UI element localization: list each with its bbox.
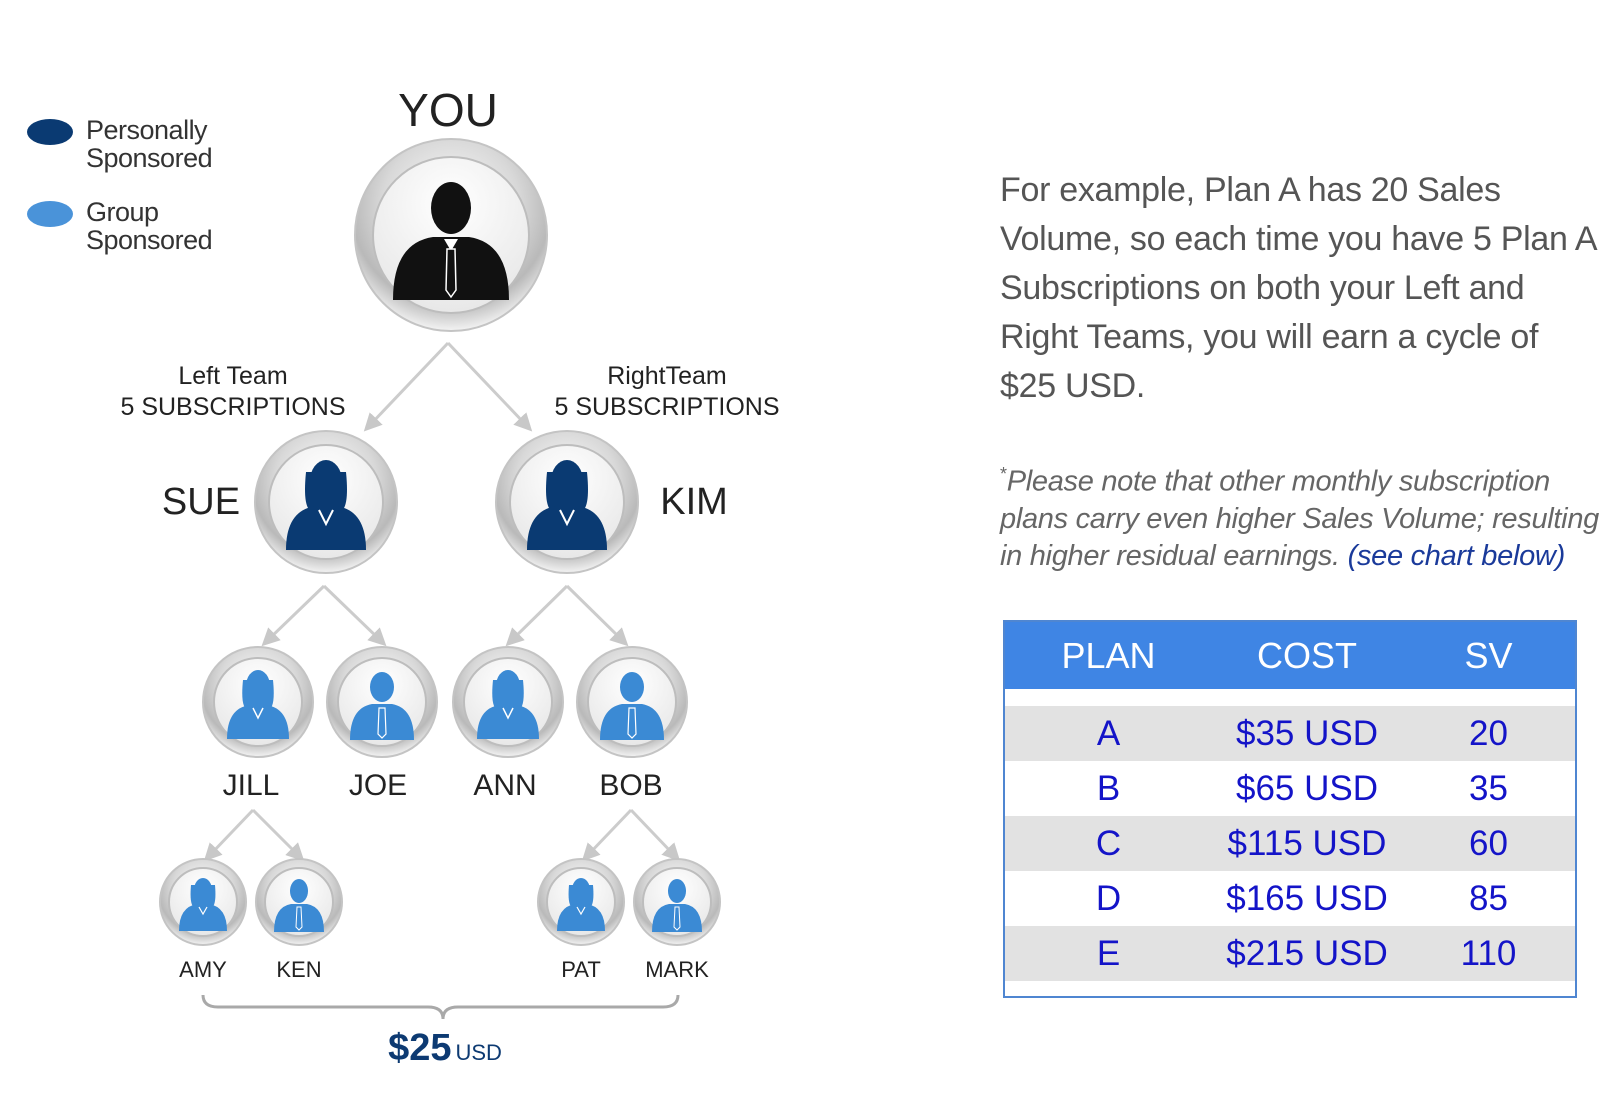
cost-cell: $115 USD bbox=[1227, 823, 1387, 863]
sue-avatar bbox=[254, 430, 398, 574]
kim-avatar bbox=[495, 430, 639, 574]
connector-arrow bbox=[322, 584, 387, 647]
amy-avatar bbox=[159, 858, 247, 946]
joe-avatar bbox=[326, 646, 438, 758]
connector-arrow bbox=[565, 584, 629, 647]
ken-label: KEN bbox=[276, 957, 321, 982]
plan-table: PLAN COST SV A $35 USD 20 B $65 USD 35 C… bbox=[1003, 620, 1577, 998]
table-row: C $115 USD 60 bbox=[1005, 816, 1575, 871]
sv-cell: 85 bbox=[1469, 878, 1508, 918]
root-label: YOU bbox=[398, 84, 498, 136]
table-row: A $35 USD 20 bbox=[1005, 706, 1575, 761]
connector-arrow bbox=[505, 584, 569, 647]
cycle-brace bbox=[201, 994, 680, 1020]
mark-label: MARK bbox=[645, 957, 709, 982]
amy-label: AMY bbox=[179, 957, 227, 982]
table-spacer bbox=[1005, 689, 1575, 706]
legend-personally-sponsored: Personally Sponsored bbox=[86, 115, 213, 173]
plan-cell: A bbox=[1096, 713, 1121, 753]
sv-cell: 60 bbox=[1469, 823, 1508, 863]
group-sponsored-swatch bbox=[27, 201, 73, 227]
right-team-title: RightTeam bbox=[607, 362, 727, 390]
left-team-title: Left Team bbox=[178, 362, 287, 390]
bob-label: BOB bbox=[599, 769, 662, 802]
plan-cell: B bbox=[1096, 768, 1121, 808]
ken-avatar bbox=[255, 858, 343, 946]
see-chart-link[interactable]: (see chart below) bbox=[1347, 539, 1566, 572]
sv-cell: 110 bbox=[1460, 933, 1517, 973]
connector-arrow bbox=[581, 808, 633, 862]
bob-avatar bbox=[576, 646, 688, 758]
right-team-count: 5 SUBSCRIPTIONS bbox=[554, 393, 779, 421]
connector-arrow bbox=[251, 808, 305, 862]
ann-avatar bbox=[452, 646, 564, 758]
sv-cell: 35 bbox=[1469, 768, 1508, 808]
connector-arrow bbox=[446, 341, 533, 432]
left-team-count: 5 SUBSCRIPTIONS bbox=[120, 393, 345, 421]
jill-avatar bbox=[202, 646, 314, 758]
connector-arrow bbox=[203, 808, 255, 862]
connector-arrow bbox=[261, 584, 326, 647]
connector-arrow bbox=[629, 808, 681, 862]
header-sv: SV bbox=[1464, 634, 1513, 676]
mark-avatar bbox=[633, 858, 721, 946]
plan-cell: C bbox=[1095, 823, 1122, 863]
connector-arrow bbox=[363, 341, 450, 432]
table-row: B $65 USD 35 bbox=[1005, 761, 1575, 816]
legend-group-sponsored: Group Sponsored bbox=[86, 197, 213, 255]
header-cost: COST bbox=[1256, 634, 1357, 676]
sales-volume-note: *Please note that other monthly subscrip… bbox=[1000, 456, 1612, 575]
connector-arrows bbox=[203, 341, 681, 862]
jill-label: JILL bbox=[223, 769, 280, 802]
kim-label: KIM bbox=[660, 481, 728, 523]
plan-cell: D bbox=[1095, 878, 1122, 918]
note-asterisk: * bbox=[1000, 464, 1007, 484]
sv-cell: 20 bbox=[1469, 713, 1508, 753]
note-text: Please note that other monthly subscript… bbox=[1000, 465, 1599, 572]
table-row: D $165 USD 85 bbox=[1005, 871, 1575, 926]
cost-cell: $215 USD bbox=[1226, 933, 1388, 973]
table-row: E $215 USD 110 bbox=[1005, 926, 1575, 981]
you-avatar bbox=[354, 138, 548, 332]
pat-avatar bbox=[537, 858, 625, 946]
joe-label: JOE bbox=[349, 769, 407, 802]
binary-tree-diagram: Left Team 5 SUBSCRIPTIONS RightTeam 5 SU… bbox=[120, 84, 779, 1069]
cost-cell: $35 USD bbox=[1235, 713, 1379, 753]
personally-sponsored-swatch bbox=[27, 119, 73, 145]
cost-cell: $165 USD bbox=[1226, 878, 1388, 918]
cost-cell: $65 USD bbox=[1235, 768, 1379, 808]
ann-label: ANN bbox=[473, 769, 536, 802]
plan-cell: E bbox=[1096, 933, 1121, 973]
sue-label: SUE bbox=[162, 481, 240, 523]
header-plan: PLAN bbox=[1061, 634, 1156, 676]
plan-table-header: PLAN COST SV bbox=[1005, 622, 1575, 689]
example-paragraph: For example, Plan A has 20 Sales Volume,… bbox=[1000, 171, 1596, 405]
pat-label: PAT bbox=[561, 957, 601, 982]
